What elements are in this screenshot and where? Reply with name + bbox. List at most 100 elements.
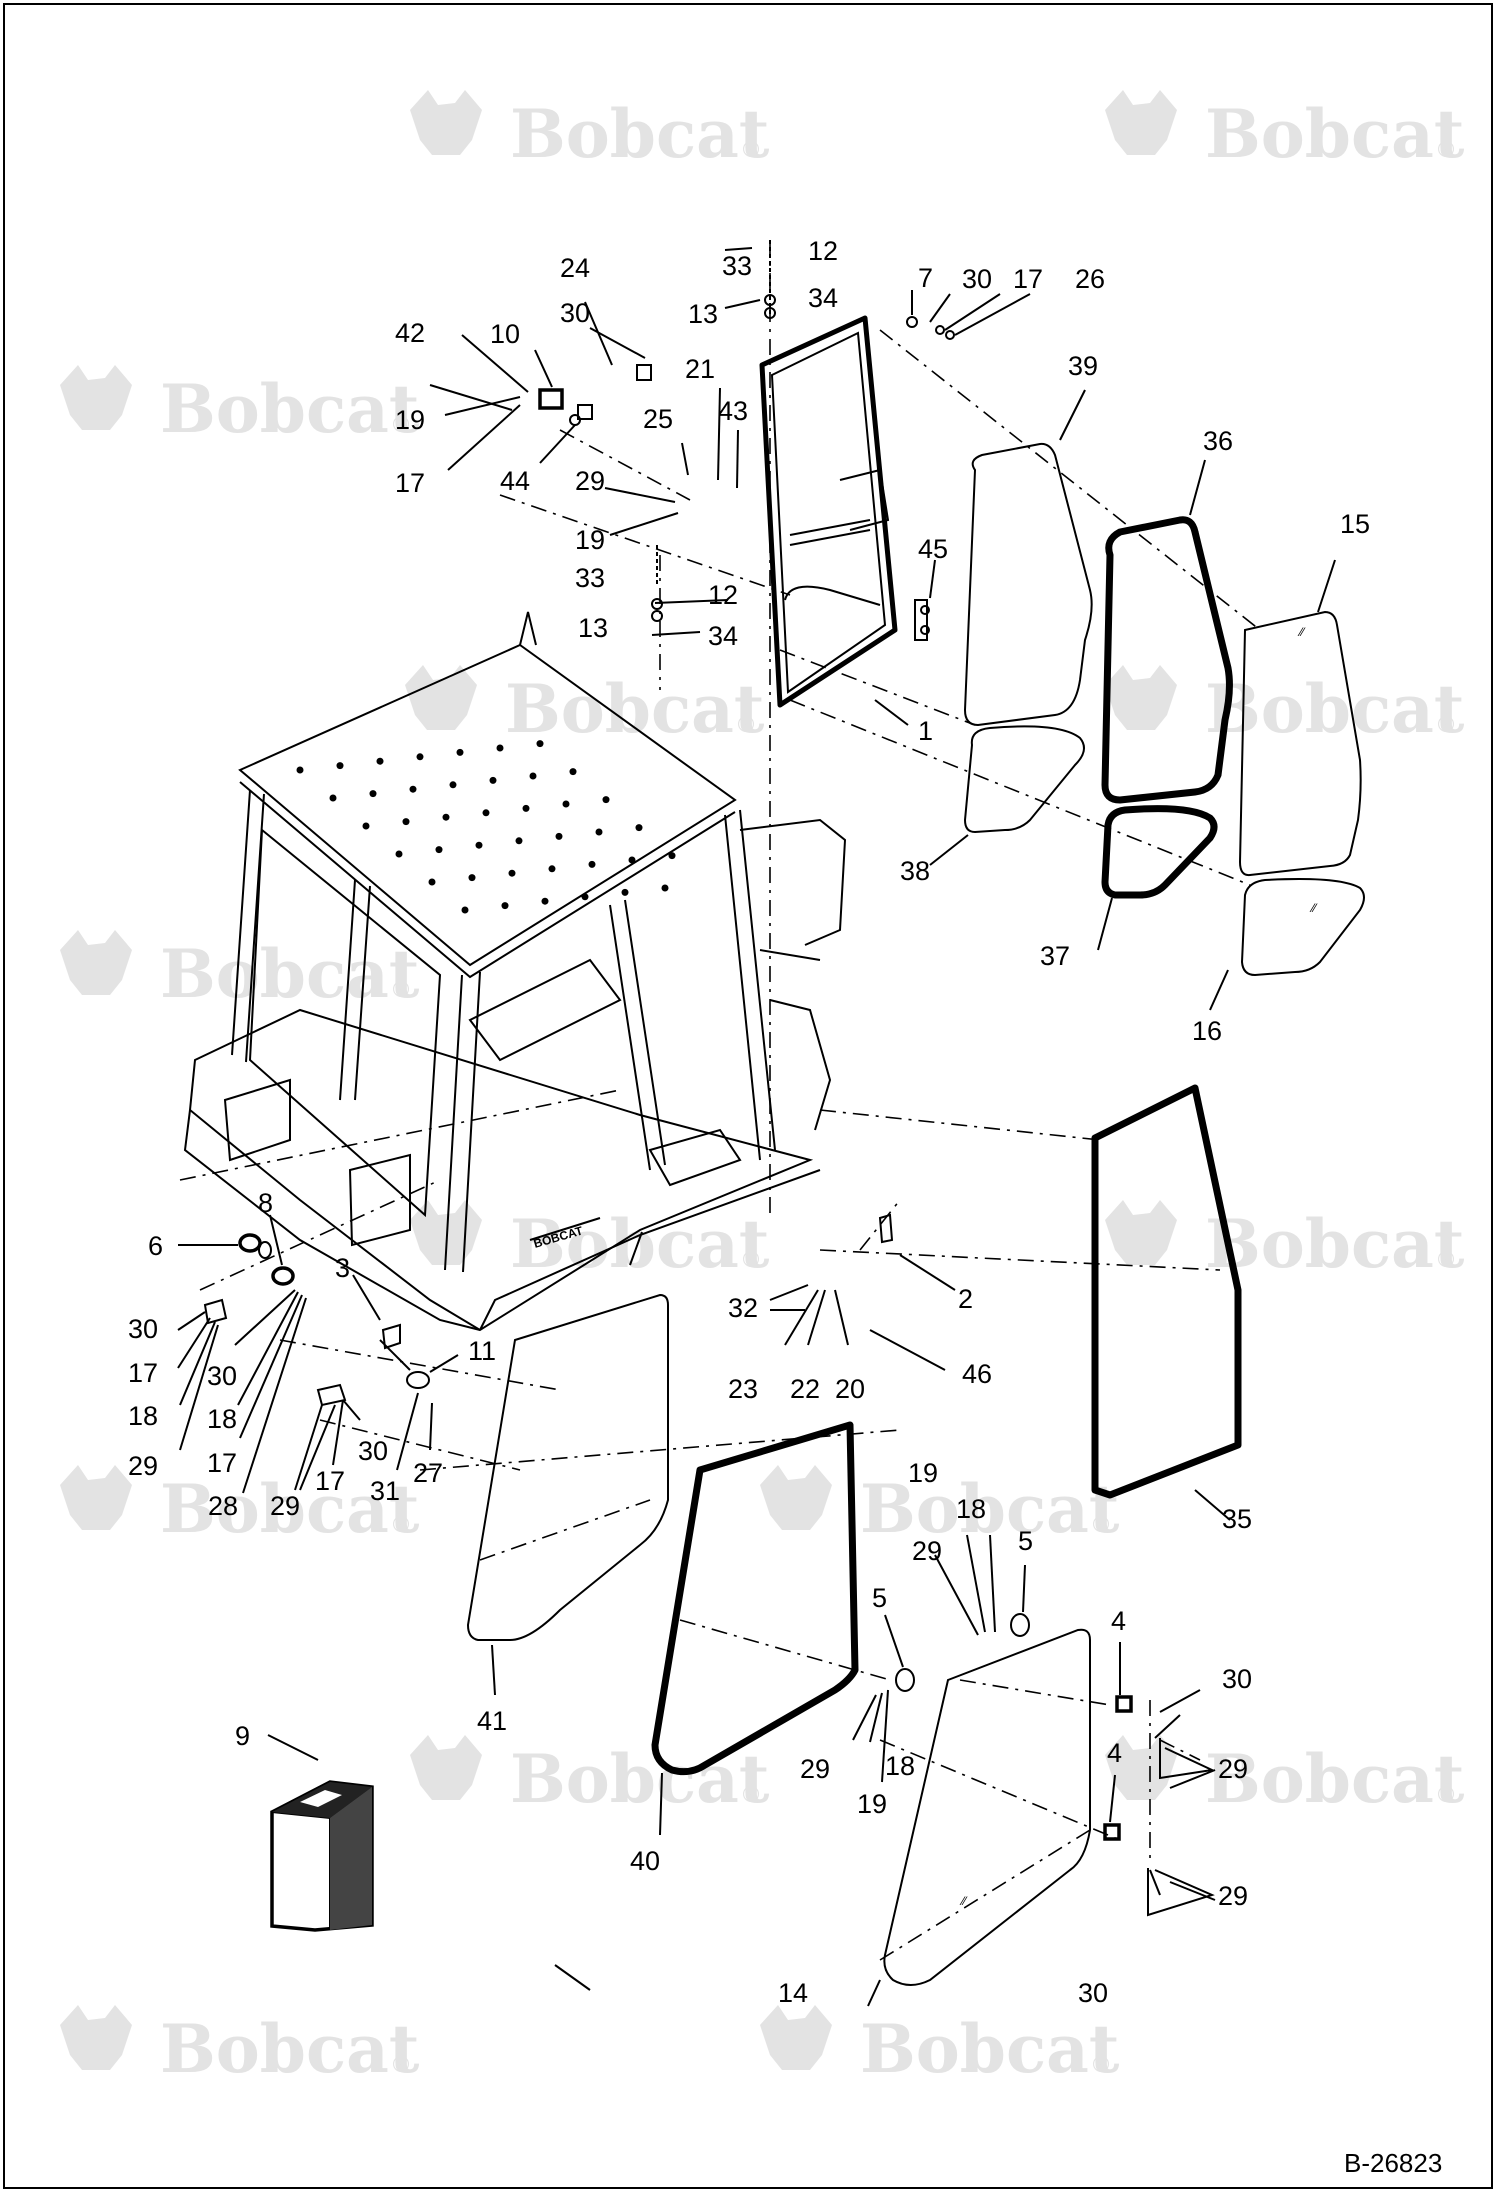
callout-14: 14 <box>778 1978 808 2008</box>
watermark-mark: ® <box>1090 1513 1112 1538</box>
callout-30: 30 <box>128 1314 158 1344</box>
cab-frame: BOBCAT <box>183 611 847 1332</box>
bobcat-logo-icon <box>405 665 477 730</box>
callout-42: 42 <box>395 318 425 348</box>
leader-lines <box>177 247 1336 2007</box>
watermark-text: Bobcat <box>160 1470 420 1548</box>
watermark-mark: ® <box>1435 713 1457 738</box>
callout-29: 29 <box>270 1491 300 1521</box>
callout-40: 40 <box>630 1846 660 1876</box>
watermark-text: Bobcat <box>860 2010 1120 2088</box>
callout-37: 37 <box>1040 941 1070 971</box>
svg-text:⁄⁄: ⁄⁄ <box>1297 625 1306 639</box>
callout-41: 41 <box>477 1706 507 1736</box>
callout-2: 2 <box>958 1284 973 1314</box>
bobcat-logo-icon <box>60 930 132 995</box>
watermark-text: Bobcat <box>1205 95 1465 173</box>
side-window-seal <box>1091 1084 1242 1499</box>
callout-23: 23 <box>728 1374 758 1404</box>
callout-29: 29 <box>800 1754 830 1784</box>
watermark-text: Bobcat <box>510 95 770 173</box>
callout-34: 34 <box>808 283 838 313</box>
callout-6: 6 <box>148 1231 163 1261</box>
callout-5: 5 <box>872 1583 887 1613</box>
watermark-mark: ® <box>1090 2053 1112 2078</box>
callout-17: 17 <box>1013 264 1043 294</box>
callout-18: 18 <box>885 1751 915 1781</box>
callout-27: 27 <box>413 1458 443 1488</box>
callout-13: 13 <box>688 299 718 329</box>
callout-17: 17 <box>315 1466 345 1496</box>
watermark-text: Bobcat <box>860 1470 1120 1548</box>
callout-4: 4 <box>1111 1606 1126 1636</box>
watermark-mark: ® <box>390 413 412 438</box>
callout-30: 30 <box>1078 1978 1108 2008</box>
watermark-mark: ® <box>390 2053 412 2078</box>
svg-text:⁄⁄: ⁄⁄ <box>1309 901 1318 915</box>
callout-32: 32 <box>728 1293 758 1323</box>
callout-12: 12 <box>708 580 738 610</box>
callout-19: 19 <box>575 525 605 555</box>
callout-26: 26 <box>1075 264 1105 294</box>
rear-glass <box>883 1628 1091 1986</box>
watermark: Bobcat® <box>1105 1735 1465 1818</box>
watermark-text: Bobcat <box>1205 1740 1465 1818</box>
drawing-number: B-26823 <box>1344 2148 1442 2178</box>
roof-bolt-pattern <box>296 740 676 914</box>
watermark-mark: ® <box>740 1783 762 1808</box>
hardware <box>203 240 1133 1932</box>
callout-12: 12 <box>808 236 838 266</box>
watermark-text: Bobcat <box>160 370 420 448</box>
callout-29: 29 <box>575 466 605 496</box>
bobcat-logo-icon <box>60 365 132 430</box>
alignment-lines <box>179 240 1261 1961</box>
callout-20: 20 <box>835 1374 865 1404</box>
callout-3: 3 <box>335 1253 350 1283</box>
watermark: Bobcat® <box>60 365 420 448</box>
bobcat-logo-icon <box>1105 90 1177 155</box>
watermark-mark: ® <box>390 1513 412 1538</box>
callout-33: 33 <box>575 563 605 593</box>
callout-30: 30 <box>560 298 590 328</box>
callout-1: 1 <box>918 716 933 746</box>
bobcat-logo-icon <box>410 1735 482 1800</box>
watermark-text: Bobcat <box>1205 670 1465 748</box>
watermark-text: Bobcat <box>505 670 765 748</box>
watermark-text: Bobcat <box>510 1205 770 1283</box>
callout-4: 4 <box>1107 1738 1122 1768</box>
callout-19: 19 <box>857 1789 887 1819</box>
watermark-mark: ® <box>1435 1248 1457 1273</box>
watermark-mark: ® <box>740 138 762 163</box>
callout-45: 45 <box>918 534 948 564</box>
callout-29: 29 <box>1218 1881 1248 1911</box>
door-window-upper-right <box>1238 610 1362 877</box>
door-window-lower-right <box>1240 878 1365 977</box>
watermark: Bobcat® <box>1105 665 1465 748</box>
callout-34: 34 <box>708 621 738 651</box>
watermark-mark: ® <box>390 978 412 1003</box>
callout-15: 15 <box>1340 509 1370 539</box>
watermark: Bobcat® <box>1105 90 1465 173</box>
callout-30: 30 <box>358 1436 388 1466</box>
callout-18: 18 <box>956 1494 986 1524</box>
bobcat-logo-icon <box>410 90 482 155</box>
svg-text:⁄⁄: ⁄⁄ <box>959 1894 968 1908</box>
watermark-text: Bobcat <box>160 935 420 1013</box>
callout-labels: 1 2 3 4 4 5 5 6 7 8 9 10 11 12 12 13 13 … <box>128 236 1370 2008</box>
bobcat-logo-icon <box>1105 1200 1177 1265</box>
callout-36: 36 <box>1203 426 1233 456</box>
watermark-mark: ® <box>1435 1783 1457 1808</box>
callout-18: 18 <box>128 1401 158 1431</box>
watermark-mark: ® <box>735 713 757 738</box>
callout-31: 31 <box>370 1476 400 1506</box>
bobcat-logo-icon <box>760 2005 832 2070</box>
callout-29: 29 <box>128 1451 158 1481</box>
watermark-text: Bobcat <box>1205 1205 1465 1283</box>
watermark: Bobcat® <box>760 2005 1120 2088</box>
callout-10: 10 <box>490 319 520 349</box>
callout-8: 8 <box>258 1188 273 1218</box>
callout-22: 22 <box>790 1374 820 1404</box>
callout-33: 33 <box>722 251 752 281</box>
watermark: Bobcat® <box>760 1465 1120 1548</box>
